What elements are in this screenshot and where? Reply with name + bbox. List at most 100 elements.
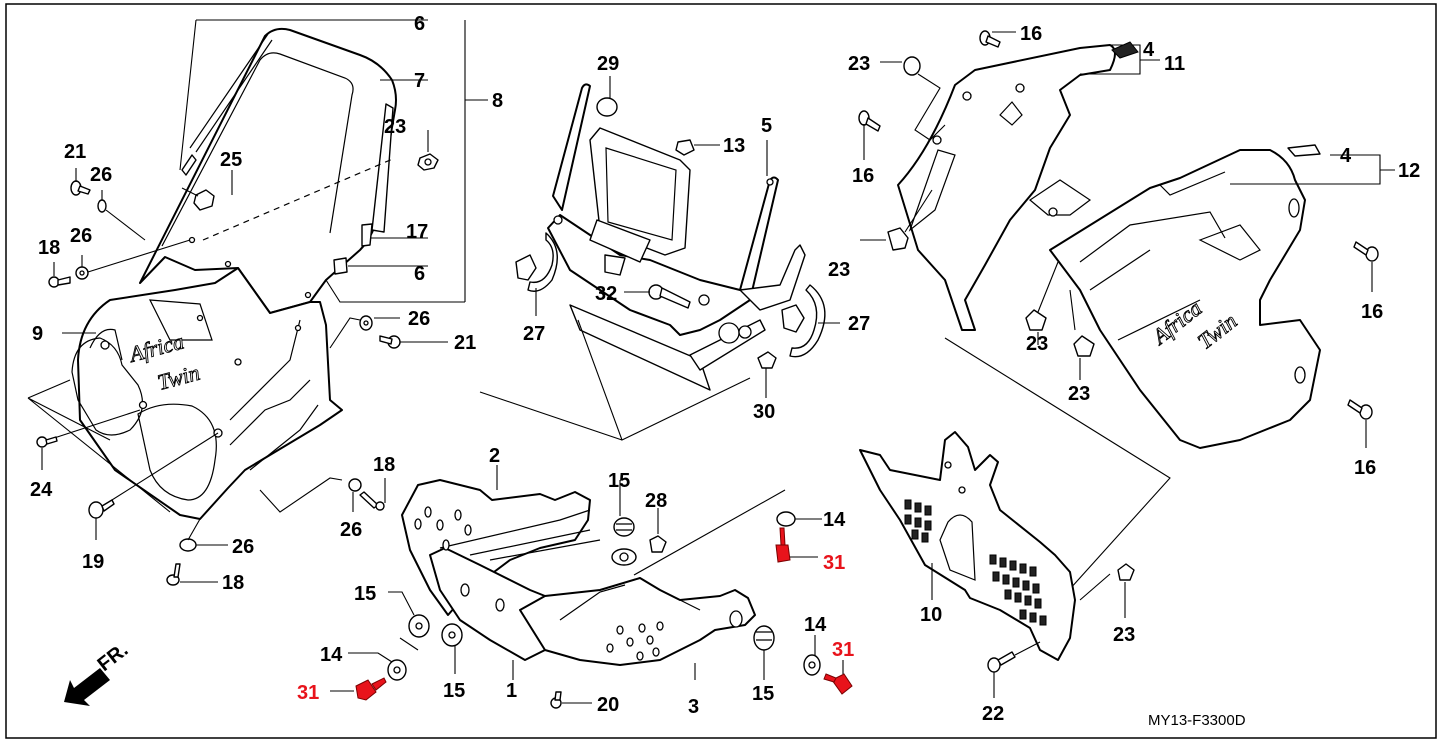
bolt-21-upper[interactable]: [70, 168, 91, 196]
seal-6-lower[interactable]: [333, 257, 348, 275]
callout-23[interactable]: 23: [384, 116, 406, 138]
callout-14[interactable]: 14: [804, 614, 827, 636]
callout-31[interactable]: 31: [832, 639, 854, 661]
washer-26-lower[interactable]: [179, 518, 228, 552]
washer-26-mid[interactable]: [329, 315, 400, 349]
bolt-21-mid[interactable]: [379, 335, 448, 349]
skid-plate-3[interactable]: [519, 577, 756, 666]
callout-29[interactable]: 29: [597, 53, 619, 75]
callout-14[interactable]: 14: [823, 509, 846, 531]
callout-16[interactable]: 16: [852, 165, 874, 187]
callout-18[interactable]: 18: [38, 237, 60, 259]
skid-plate-assembly[interactable]: [401, 465, 786, 680]
bolt-31-mid[interactable]: [775, 527, 818, 563]
bolt-16-top[interactable]: [979, 30, 1016, 48]
nut-29[interactable]: [596, 76, 618, 117]
callout-15[interactable]: 15: [608, 470, 630, 492]
callout-26[interactable]: 26: [70, 225, 92, 247]
callout-13[interactable]: 13: [723, 135, 745, 157]
callout-32[interactable]: 32: [595, 283, 617, 305]
clamp-27-left[interactable]: [515, 232, 558, 316]
bolt-16-left[interactable]: [858, 110, 881, 160]
callout-28[interactable]: 28: [645, 490, 667, 512]
front-cowl[interactable]: Africa Twin: [27, 267, 343, 520]
callout-16[interactable]: 16: [1020, 23, 1042, 45]
callout-15[interactable]: 15: [443, 680, 465, 702]
screw-24[interactable]: [36, 436, 58, 470]
washer-26-right[interactable]: [259, 477, 362, 513]
callout-25[interactable]: 25: [220, 149, 242, 171]
fastener-23-screen[interactable]: [417, 130, 439, 171]
callout-8[interactable]: 8: [492, 90, 503, 112]
nut-23-right[interactable]: [1069, 289, 1095, 380]
screw-23-guard[interactable]: [1079, 563, 1135, 618]
callout-18[interactable]: 18: [222, 572, 244, 594]
callout-22[interactable]: 22: [982, 703, 1004, 725]
callout-24[interactable]: 24: [30, 479, 53, 501]
screw-22[interactable]: [987, 641, 1041, 698]
callout-5[interactable]: 5: [761, 115, 772, 137]
bolt-18-lower[interactable]: [166, 563, 218, 586]
callout-26[interactable]: 26: [408, 308, 430, 330]
bolt-32[interactable]: [624, 284, 691, 309]
nut-23-mid[interactable]: [1025, 261, 1059, 345]
bolt-16-right-upper[interactable]: [1353, 241, 1379, 292]
collar-14-left[interactable]: [348, 652, 407, 681]
callout-6[interactable]: 6: [414, 263, 425, 285]
screw-19[interactable]: [88, 499, 115, 540]
callout-21[interactable]: 21: [454, 332, 476, 354]
bolt-16-right-lower[interactable]: [1347, 399, 1373, 448]
side-cowl-12[interactable]: Africa Twin: [1049, 149, 1395, 449]
callout-26[interactable]: 26: [90, 164, 112, 186]
callout-4[interactable]: 4: [1143, 39, 1155, 61]
washer-26-upper[interactable]: [97, 190, 146, 241]
bolt-18-upper[interactable]: [48, 262, 71, 288]
callout-30[interactable]: 30: [753, 401, 775, 423]
callout-6[interactable]: 6: [414, 13, 425, 35]
callout-31[interactable]: 31: [823, 552, 845, 574]
cowl-stay-5[interactable]: [479, 83, 806, 441]
callout-11[interactable]: 11: [1164, 53, 1185, 75]
callout-20[interactable]: 20: [597, 694, 619, 716]
grommet-15-left-a[interactable]: [388, 591, 430, 651]
callout-27[interactable]: 27: [848, 313, 870, 335]
nut-23-top[interactable]: [880, 56, 946, 141]
grommet-15-right[interactable]: [753, 625, 775, 680]
seal-17[interactable]: [361, 223, 373, 247]
callout-23[interactable]: 23: [1026, 333, 1048, 355]
callout-7[interactable]: 7: [414, 70, 425, 92]
callout-27[interactable]: 27: [523, 323, 545, 345]
seal-6-upper[interactable]: [181, 154, 197, 176]
nut-28[interactable]: [649, 508, 667, 553]
bolt-20[interactable]: [550, 691, 592, 709]
nut-23-left[interactable]: [860, 189, 933, 251]
bolt-31-left[interactable]: [330, 677, 387, 701]
callout-21[interactable]: 21: [64, 141, 86, 163]
grommet-15-left-b[interactable]: [441, 623, 463, 674]
fastener-4-upper[interactable]: [1111, 41, 1139, 59]
bolt-30[interactable]: [757, 351, 777, 398]
callout-23[interactable]: 23: [1068, 383, 1090, 405]
windscreen-assembly[interactable]: [139, 19, 488, 314]
callout-10[interactable]: 10: [920, 604, 942, 626]
callout-16[interactable]: 16: [1361, 301, 1383, 323]
callout-14[interactable]: 14: [320, 644, 343, 666]
fastener-4-lower[interactable]: [1287, 144, 1321, 157]
callout-4[interactable]: 4: [1340, 145, 1352, 167]
bolt-31-right[interactable]: [823, 660, 853, 695]
callout-2[interactable]: 2: [489, 445, 500, 467]
nut-25[interactable]: [181, 170, 233, 211]
callout-1[interactable]: 1: [506, 680, 517, 702]
washer-26-left[interactable]: [75, 239, 191, 280]
bolt-18-right[interactable]: [359, 478, 386, 511]
clamp-27-right[interactable]: [781, 284, 840, 358]
callout-3[interactable]: 3: [688, 696, 699, 718]
callout-15[interactable]: 15: [354, 583, 376, 605]
callout-17[interactable]: 17: [406, 221, 428, 243]
callout-23[interactable]: 23: [848, 53, 870, 75]
nut-13[interactable]: [675, 139, 720, 156]
windscreen[interactable]: [139, 27, 397, 314]
callout-16[interactable]: 16: [1354, 457, 1376, 479]
callout-23[interactable]: 23: [1113, 624, 1135, 646]
callout-19[interactable]: 19: [82, 551, 104, 573]
